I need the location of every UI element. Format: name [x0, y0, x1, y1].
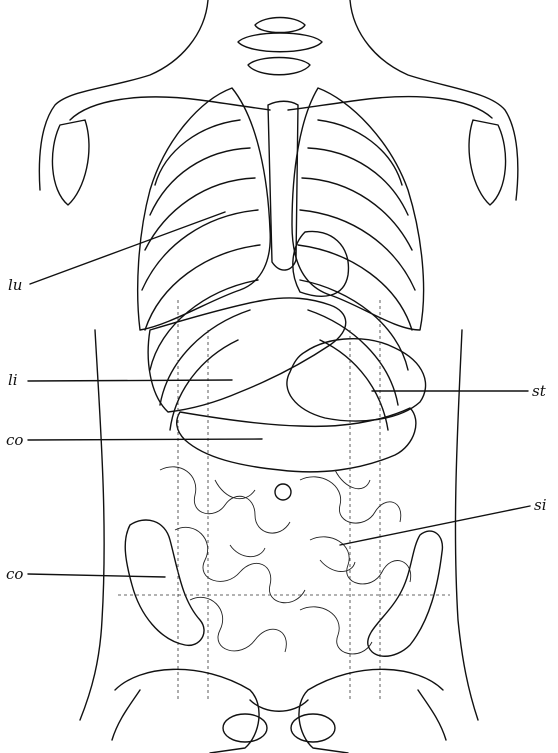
small-intestine [160, 467, 411, 654]
label-stomach: st [532, 382, 547, 400]
ascending-colon [125, 520, 204, 645]
label-lung: lu [8, 276, 22, 294]
label-liver: li [8, 371, 18, 389]
leader-si [340, 506, 530, 545]
leader-co-upper [28, 439, 262, 440]
left-lung [292, 88, 424, 330]
leader-li [28, 380, 232, 381]
cervical-vertebrae [238, 18, 322, 75]
label-colon-lower: co [6, 565, 23, 583]
descending-colon [368, 531, 443, 656]
stomach [287, 339, 426, 421]
leader-co-lower [28, 574, 165, 577]
label-colon-upper: co [6, 431, 23, 449]
pelvis [112, 669, 446, 753]
leader-lu [30, 212, 225, 284]
body-outline [39, 0, 517, 720]
right-lung [138, 88, 271, 330]
shoulder-girdle [52, 97, 505, 205]
label-small-intestine: si [534, 496, 547, 514]
ribs-right [142, 120, 260, 430]
heart [293, 231, 349, 296]
